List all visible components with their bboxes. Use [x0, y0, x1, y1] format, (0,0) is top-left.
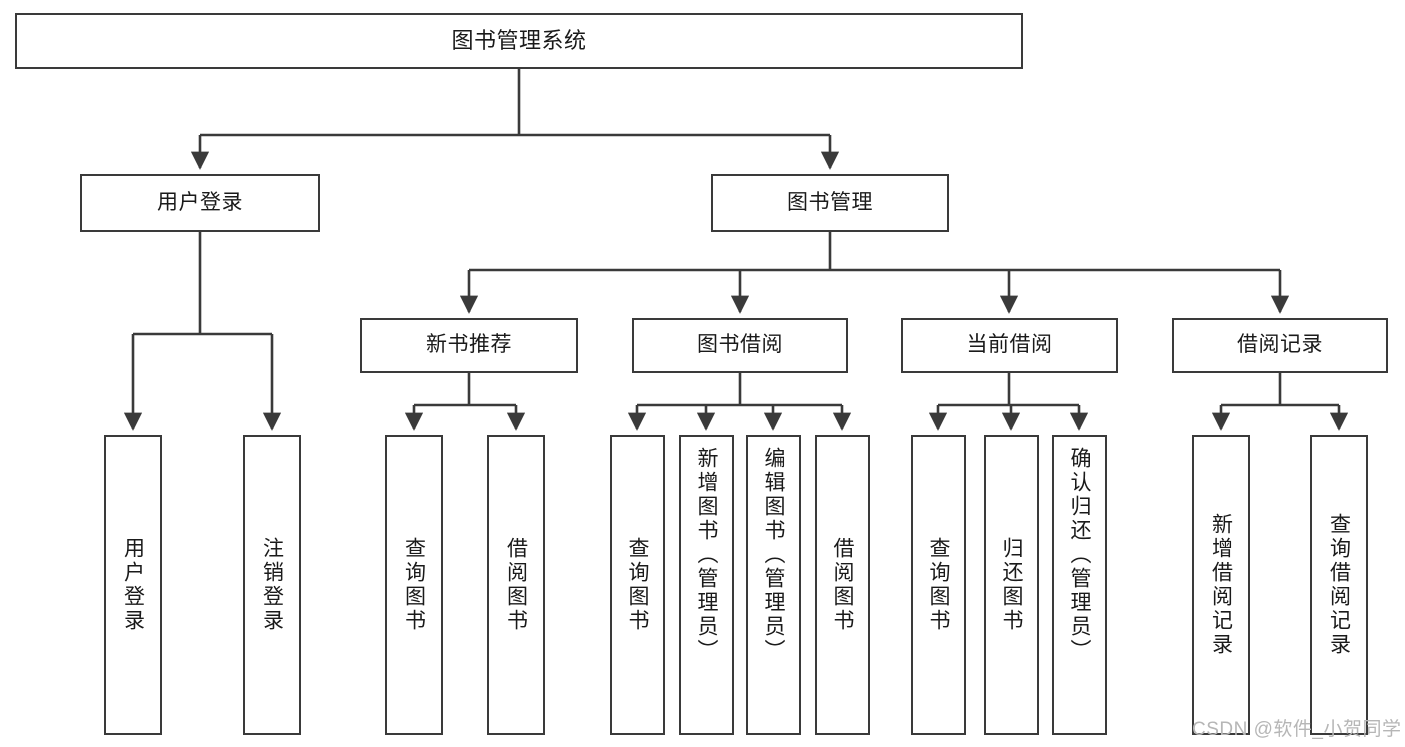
node-leaf-borrow-book[interactable]: 借阅图书 [815, 435, 870, 735]
node-leaf-add-book-admin[interactable]: 新增图书（管理员） [679, 435, 734, 735]
node-label: 用户登录 [157, 190, 243, 214]
node-label: 查询借阅记录 [1327, 513, 1351, 657]
node-leaf-user-login[interactable]: 用户登录 [104, 435, 162, 735]
node-book-management[interactable]: 图书管理 [711, 174, 949, 232]
node-label: 当前借阅 [966, 333, 1053, 357]
node-book-borrow[interactable]: 图书借阅 [632, 318, 848, 373]
node-label: 查询图书 [927, 537, 950, 633]
node-label: 借阅图书 [504, 537, 528, 633]
node-label: 确认归还（管理员） [1068, 447, 1091, 663]
node-leaf-query-books-borrow[interactable]: 查询图书 [610, 435, 665, 735]
node-leaf-borrow-books-recommend[interactable]: 借阅图书 [487, 435, 545, 735]
node-borrow-record[interactable]: 借阅记录 [1172, 318, 1388, 373]
node-leaf-return-book[interactable]: 归还图书 [984, 435, 1039, 735]
node-label: 新书推荐 [426, 333, 512, 357]
node-label: 新增图书（管理员） [695, 447, 718, 663]
node-label: 查询图书 [626, 537, 649, 633]
node-label: 编辑图书（管理员） [762, 447, 785, 663]
node-label: 查询图书 [402, 537, 426, 633]
node-label: 用户登录 [121, 537, 145, 633]
node-label: 图书借阅 [697, 333, 783, 357]
node-leaf-add-borrow-record[interactable]: 新增借阅记录 [1192, 435, 1250, 735]
node-new-book-recommend[interactable]: 新书推荐 [360, 318, 578, 373]
csdn-watermark: CSDN @软件_小贺同学 [1192, 719, 1402, 740]
node-label: 借阅记录 [1237, 333, 1323, 357]
node-leaf-query-borrow-record[interactable]: 查询借阅记录 [1310, 435, 1368, 735]
node-label: 图书管理 [787, 190, 873, 214]
node-leaf-edit-book-admin[interactable]: 编辑图书（管理员） [746, 435, 801, 735]
node-book-management-system[interactable]: 图书管理系统 [15, 13, 1023, 69]
node-label: 归还图书 [1000, 537, 1023, 633]
node-leaf-query-books-current[interactable]: 查询图书 [911, 435, 966, 735]
node-label: 注销登录 [260, 537, 284, 633]
node-label: 新增借阅记录 [1209, 513, 1233, 657]
node-user-login[interactable]: 用户登录 [80, 174, 320, 232]
node-leaf-confirm-return-admin[interactable]: 确认归还（管理员） [1052, 435, 1107, 735]
node-leaf-logout[interactable]: 注销登录 [243, 435, 301, 735]
node-label: 借阅图书 [831, 537, 854, 633]
node-leaf-query-books-recommend[interactable]: 查询图书 [385, 435, 443, 735]
node-label: 图书管理系统 [451, 28, 587, 54]
node-current-borrow[interactable]: 当前借阅 [901, 318, 1118, 373]
